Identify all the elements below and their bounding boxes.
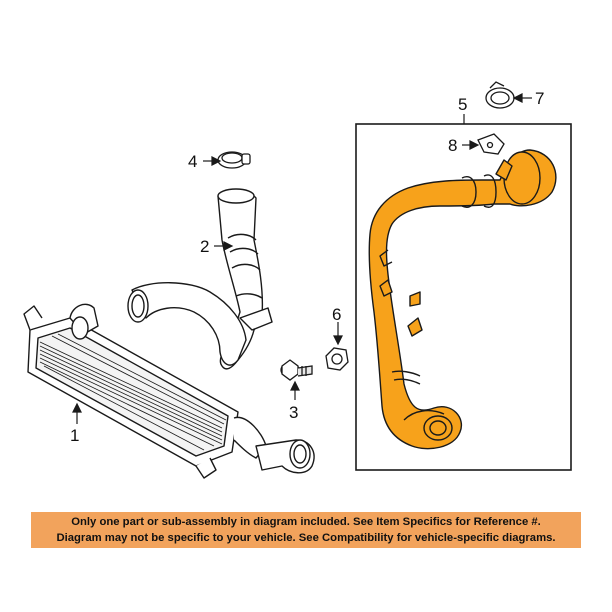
bolt-part xyxy=(280,359,313,381)
hose-part xyxy=(127,188,273,370)
callout-8: 8 xyxy=(448,136,457,155)
callout-2: 2 xyxy=(200,237,209,256)
callout-6: 6 xyxy=(332,305,341,324)
charge-pipe-part xyxy=(368,149,557,450)
leader-lines xyxy=(72,93,532,424)
callout-5: 5 xyxy=(458,95,467,114)
bracket-part xyxy=(477,133,505,155)
intercooler-part xyxy=(23,303,315,479)
clamp-part-7 xyxy=(485,81,515,109)
callout-7: 7 xyxy=(535,89,544,108)
disclaimer-banner: Only one part or sub-assembly in diagram… xyxy=(31,512,581,548)
clamp-part xyxy=(217,151,251,169)
nut-part xyxy=(325,347,349,371)
callout-3: 3 xyxy=(289,403,298,422)
disclaimer-line-2: Diagram may not be specific to your vehi… xyxy=(56,532,556,544)
callout-1: 1 xyxy=(70,426,79,445)
disclaimer-line-1: Only one part or sub-assembly in diagram… xyxy=(71,516,541,528)
callout-4: 4 xyxy=(188,152,197,171)
